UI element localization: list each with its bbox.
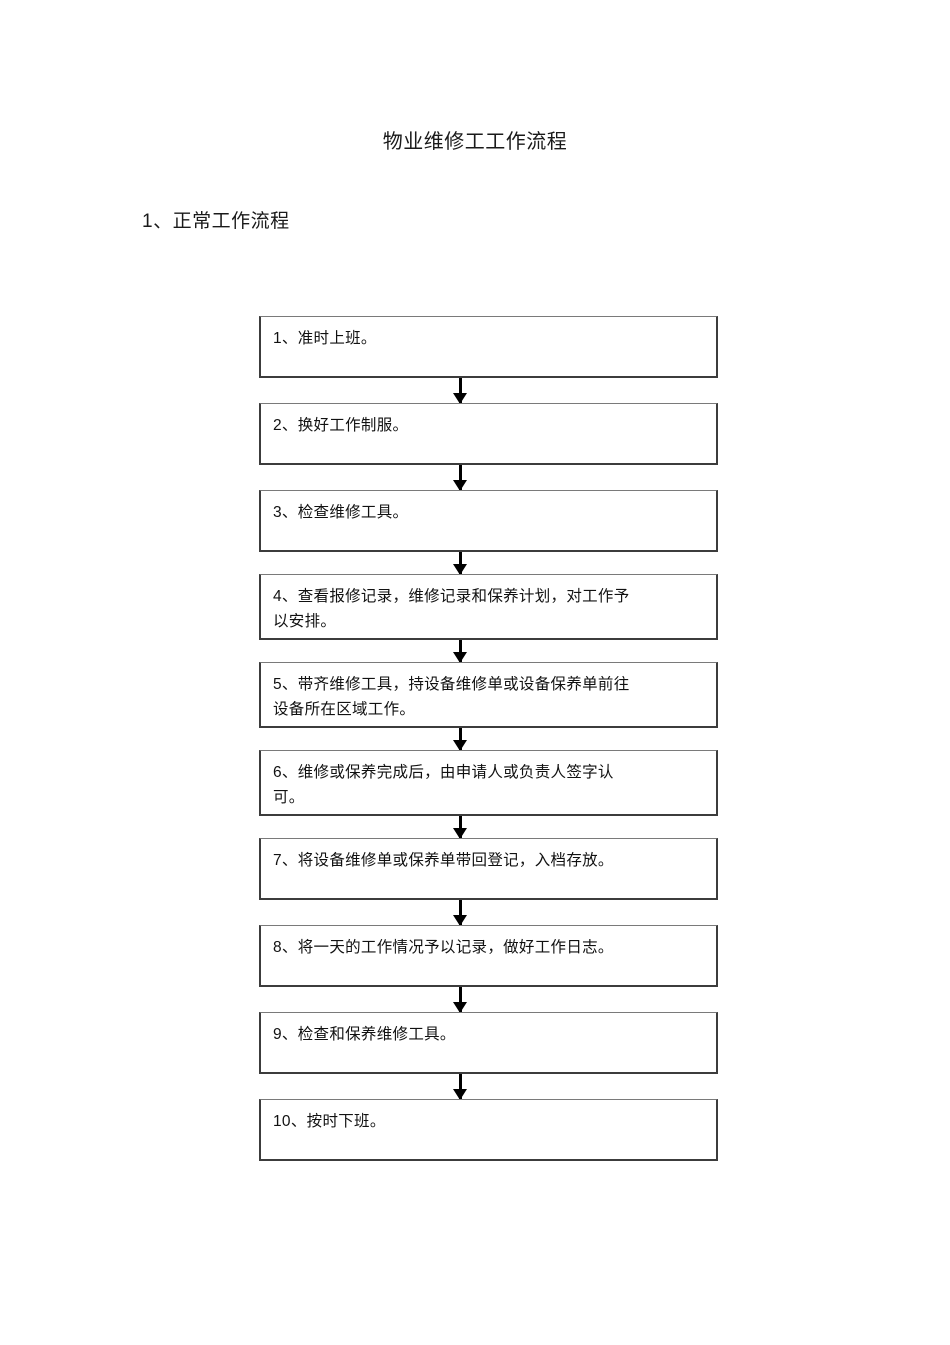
arrow-shaft	[459, 900, 462, 925]
arrow-shaft	[459, 465, 462, 490]
arrow-shaft	[459, 378, 462, 403]
flow-step-label: 7、将设备维修单或保养单带回登记，入档存放。	[273, 852, 614, 869]
flow-connector-3-to-4	[259, 552, 718, 575]
flow-step-label: 4、查看报修记录，维修记录和保养计划，对工作予 以安排。	[273, 588, 630, 630]
flow-connector-1-to-2	[259, 378, 718, 404]
flow-step-3: 3、检查维修工具。	[259, 490, 718, 552]
flow-step-7: 7、将设备维修单或保养单带回登记，入档存放。	[259, 838, 718, 900]
down-arrow-icon	[453, 740, 467, 751]
flow-connector-2-to-3	[259, 465, 718, 491]
flow-step-label: 8、将一天的工作情况予以记录，做好工作日志。	[273, 939, 614, 956]
arrow-shaft	[459, 816, 462, 838]
flow-step-label: 1、准时上班。	[273, 330, 377, 347]
flow-step-10: 10、按时下班。	[259, 1099, 718, 1161]
arrow-shaft	[459, 728, 462, 750]
flow-step-label: 10、按时下班。	[273, 1113, 386, 1130]
down-arrow-icon	[453, 564, 467, 575]
flow-connector-7-to-8	[259, 900, 718, 926]
flow-step-label: 3、检查维修工具。	[273, 504, 409, 521]
flow-step-2: 2、换好工作制服。	[259, 403, 718, 465]
flow-connector-6-to-7	[259, 816, 718, 839]
flow-step-1: 1、准时上班。	[259, 316, 718, 378]
arrow-shaft	[459, 640, 462, 662]
arrow-shaft	[459, 552, 462, 574]
down-arrow-icon	[453, 828, 467, 839]
down-arrow-icon	[453, 652, 467, 663]
arrow-shaft	[459, 1074, 462, 1099]
down-arrow-icon	[453, 1089, 467, 1100]
down-arrow-icon	[453, 393, 467, 404]
flow-step-5: 5、带齐维修工具，持设备维修单或设备保养单前往 设备所在区域工作。	[259, 662, 718, 728]
flow-connector-8-to-9	[259, 987, 718, 1013]
flow-step-label: 2、换好工作制服。	[273, 417, 409, 434]
down-arrow-icon	[453, 480, 467, 491]
flow-step-6: 6、维修或保养完成后，由申请人或负责人签字认 可。	[259, 750, 718, 816]
flow-connector-4-to-5	[259, 640, 718, 663]
flow-connector-9-to-10	[259, 1074, 718, 1100]
flow-step-9: 9、检查和保养维修工具。	[259, 1012, 718, 1074]
down-arrow-icon	[453, 1002, 467, 1013]
page-title: 物业维修工工作流程	[382, 131, 568, 153]
flow-step-4: 4、查看报修记录，维修记录和保养计划，对工作予 以安排。	[259, 574, 718, 640]
flow-connector-5-to-6	[259, 728, 718, 751]
flowchart: 1、准时上班。 2、换好工作制服。 3、检查维修工具。 4、查看报修记录，维修记录和保…	[259, 316, 718, 1161]
flow-step-label: 9、检查和保养维修工具。	[273, 1026, 456, 1043]
flow-step-label: 5、带齐维修工具，持设备维修单或设备保养单前往 设备所在区域工作。	[273, 676, 630, 718]
down-arrow-icon	[453, 915, 467, 926]
flow-step-label: 6、维修或保养完成后，由申请人或负责人签字认 可。	[273, 764, 614, 806]
arrow-shaft	[459, 987, 462, 1012]
flow-step-8: 8、将一天的工作情况予以记录，做好工作日志。	[259, 925, 718, 987]
section-heading: 1、正常工作流程	[142, 211, 290, 232]
